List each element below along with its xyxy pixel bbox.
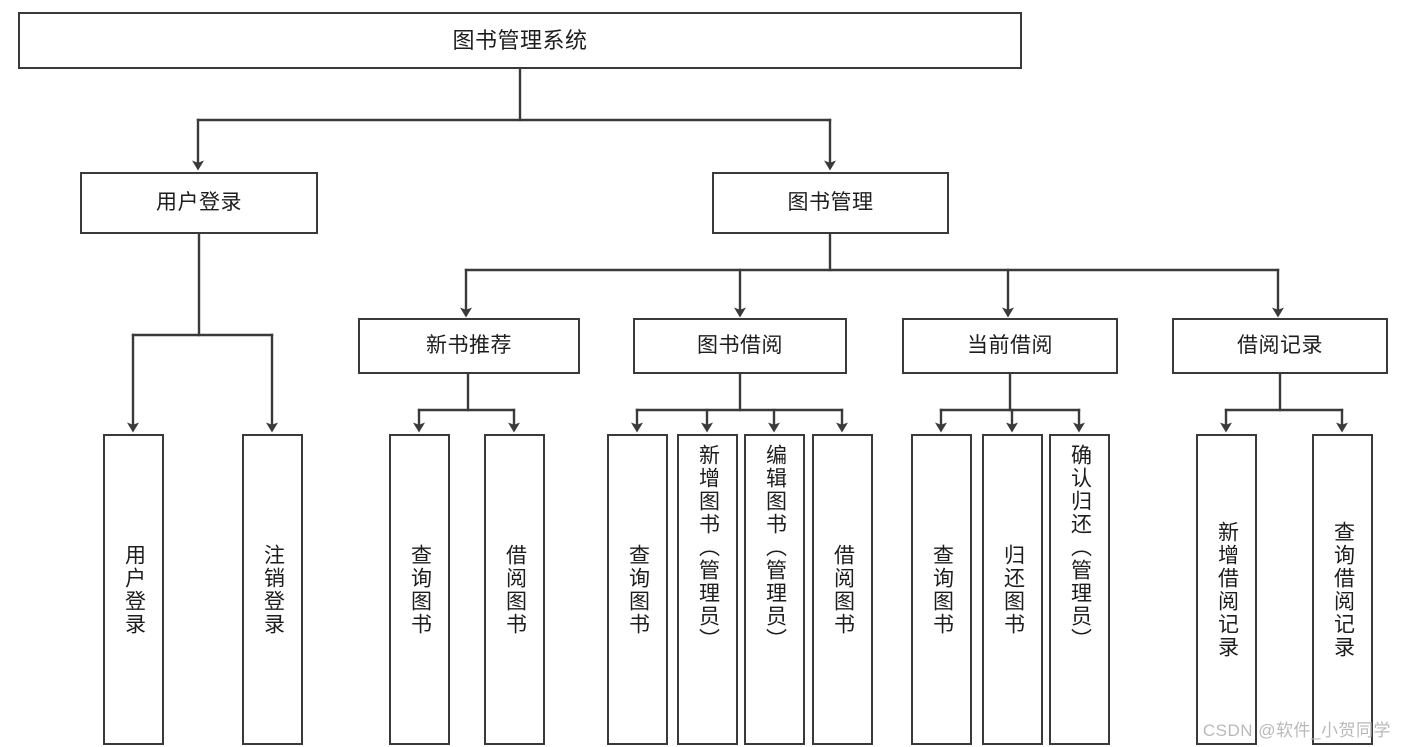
leaf-current-borrow-confirm[interactable]: 确认归还（管理员） [1049, 434, 1110, 745]
node-new-book-recommend[interactable]: 新书推荐 [358, 318, 580, 374]
leaf-book-borrow-query[interactable]: 查询图书 [607, 434, 668, 745]
node-current-borrow[interactable]: 当前借阅 [902, 318, 1118, 374]
leaf-book-borrow-borrow-label: 借阅图书 [831, 543, 855, 636]
node-borrow-record-label: 借阅记录 [1237, 333, 1323, 357]
leaf-borrow-record-query-label: 查询借阅记录 [1331, 520, 1355, 659]
leaf-current-borrow-query-label: 查询图书 [930, 543, 954, 636]
leaf-new-book-borrow[interactable]: 借阅图书 [484, 434, 545, 745]
node-book-borrow-label: 图书借阅 [697, 333, 783, 357]
node-book-management[interactable]: 图书管理 [712, 172, 949, 234]
watermark: CSDN @软件_小贺同学 [1202, 721, 1391, 740]
node-book-borrow[interactable]: 图书借阅 [633, 318, 847, 374]
leaf-user-login-login[interactable]: 用户登录 [103, 434, 164, 745]
leaf-borrow-record-add[interactable]: 新增借阅记录 [1196, 434, 1257, 745]
leaf-current-borrow-confirm-label: 确认归还（管理员） [1068, 444, 1092, 651]
node-user-login[interactable]: 用户登录 [80, 172, 318, 234]
node-user-login-label: 用户登录 [156, 190, 242, 214]
leaf-current-borrow-query[interactable]: 查询图书 [911, 434, 972, 745]
leaf-book-borrow-add-label: 新增图书（管理员） [696, 444, 720, 651]
node-borrow-record[interactable]: 借阅记录 [1172, 318, 1388, 374]
node-root-label: 图书管理系统 [452, 27, 588, 53]
node-new-book-recommend-label: 新书推荐 [426, 333, 512, 357]
leaf-book-borrow-edit[interactable]: 编辑图书（管理员） [744, 434, 805, 745]
node-current-borrow-label: 当前借阅 [967, 333, 1053, 357]
leaf-new-book-query[interactable]: 查询图书 [389, 434, 450, 745]
leaf-user-login-logout[interactable]: 注销登录 [242, 434, 303, 745]
leaf-book-borrow-query-label: 查询图书 [626, 543, 650, 636]
leaf-current-borrow-return[interactable]: 归还图书 [982, 434, 1043, 745]
leaf-book-borrow-borrow[interactable]: 借阅图书 [812, 434, 873, 745]
leaf-new-book-borrow-label: 借阅图书 [503, 543, 527, 636]
node-root[interactable]: 图书管理系统 [18, 12, 1022, 69]
leaf-user-login-login-label: 用户登录 [122, 543, 146, 636]
leaf-current-borrow-return-label: 归还图书 [1001, 543, 1025, 636]
leaf-user-login-logout-label: 注销登录 [261, 543, 285, 636]
leaf-new-book-query-label: 查询图书 [408, 543, 432, 636]
leaf-borrow-record-add-label: 新增借阅记录 [1215, 520, 1239, 659]
node-book-management-label: 图书管理 [787, 190, 874, 214]
leaf-borrow-record-query[interactable]: 查询借阅记录 [1312, 434, 1373, 745]
leaf-book-borrow-add[interactable]: 新增图书（管理员） [677, 434, 738, 745]
leaf-book-borrow-edit-label: 编辑图书（管理员） [763, 444, 787, 651]
